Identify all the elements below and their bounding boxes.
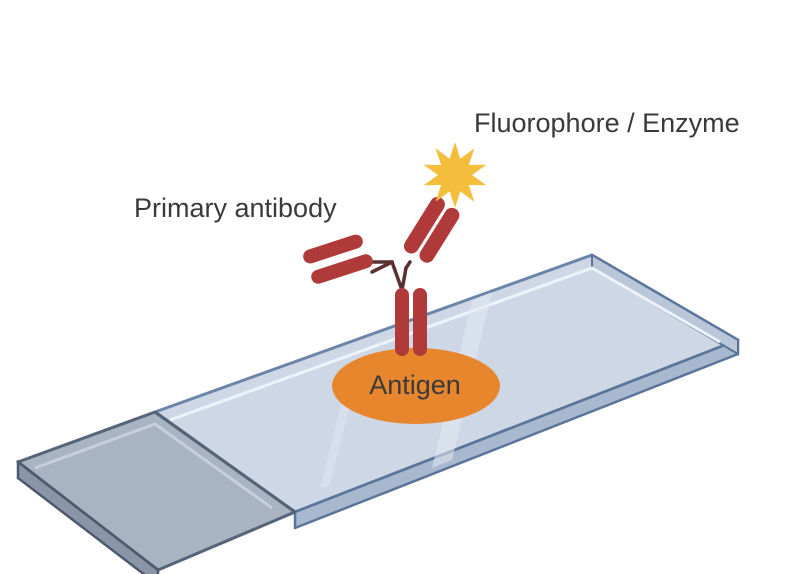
antibody-fab-left-inner <box>311 254 373 284</box>
slide-glass-side-edge <box>591 253 739 356</box>
antigen-label: Antigen <box>369 370 461 400</box>
fluorophore-label: Fluorophore / Enzyme <box>474 108 740 138</box>
antibody-fab-right-outer <box>403 196 445 254</box>
primary-antibody <box>303 196 460 356</box>
slide-glass-bevel <box>169 266 721 422</box>
antigen-blob <box>332 348 500 424</box>
slide-frosted-end-bevel <box>34 422 273 510</box>
antibody-fc-left <box>395 288 409 356</box>
antibody-fab-right-inner <box>419 207 460 263</box>
primary-antibody-label: Primary antibody <box>134 193 337 223</box>
slide-frosted-divider <box>154 410 296 514</box>
slide-frosted-end-front <box>16 459 160 574</box>
antibody-fc-right <box>413 288 427 356</box>
antibody-fab-left-outer <box>303 234 363 264</box>
starburst-icon <box>423 142 487 208</box>
antibody-hinge <box>368 260 412 292</box>
